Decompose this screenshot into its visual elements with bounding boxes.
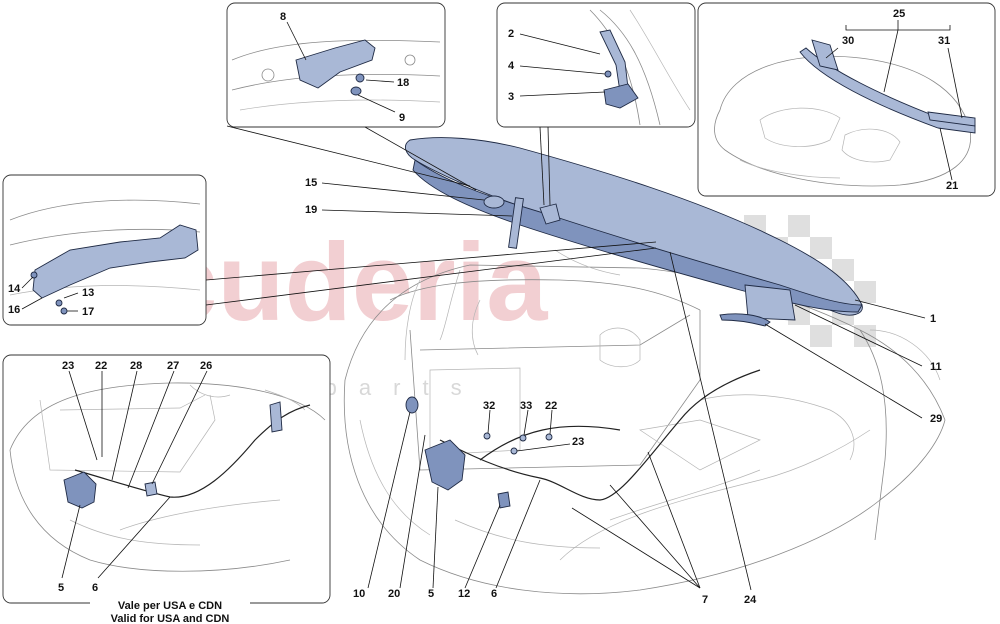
buffer-part[interactable] [405, 396, 419, 414]
screw-17-part[interactable] [60, 307, 68, 315]
callout-4: 4 [508, 60, 515, 72]
callout-22: 22 [545, 400, 557, 412]
callout-14: 14 [8, 283, 21, 295]
usa-latch-part[interactable] [63, 471, 97, 509]
inset-leader-c [539, 126, 545, 206]
callout-6-usa: 6 [92, 582, 98, 594]
seal-part[interactable] [744, 284, 796, 321]
front-seal-part[interactable] [799, 47, 976, 134]
inset-seal-detail: 25 30 31 21 [697, 2, 996, 197]
callout-33: 33 [520, 400, 532, 412]
clip-14-part[interactable] [30, 271, 38, 279]
callout-22-usa: 22 [95, 360, 107, 372]
release-cable [439, 369, 761, 501]
hinge-part[interactable] [539, 203, 561, 225]
callout-10: 10 [353, 588, 365, 600]
callout-12: 12 [458, 588, 470, 600]
callout-29: 29 [930, 413, 942, 425]
callout-5: 5 [428, 588, 434, 600]
nut-part[interactable] [355, 73, 365, 83]
grommet-part[interactable] [483, 195, 505, 209]
screw-part-33[interactable] [519, 434, 527, 442]
inset-leader-e [205, 241, 657, 281]
inset-bracket-detail: 8 18 9 [226, 2, 446, 128]
inset-usa-cdn-detail: 23 22 28 27 26 5 6 Vale per USA e CDN Va… [2, 354, 331, 624]
callout-27: 27 [167, 360, 179, 372]
callout-20: 20 [388, 588, 400, 600]
callout-9: 9 [399, 112, 405, 124]
seal-strip-part[interactable] [719, 313, 771, 327]
screw-part-22[interactable] [545, 433, 553, 441]
callout-32: 32 [483, 400, 495, 412]
callout-26: 26 [200, 360, 212, 372]
callout-1: 1 [930, 313, 936, 325]
inset-leader-a [226, 125, 471, 187]
gas-strut-part[interactable] [508, 197, 524, 249]
inset-leader-f [205, 247, 657, 306]
screw-part-32[interactable] [483, 432, 491, 440]
bracket-part[interactable] [295, 39, 376, 89]
hinge-nut-part[interactable] [604, 70, 612, 78]
callout-13: 13 [82, 287, 94, 299]
callout-24: 24 [744, 594, 757, 606]
callout-5-usa: 5 [58, 582, 64, 594]
usa-bracket-part[interactable] [269, 401, 283, 433]
clip-part[interactable] [497, 491, 511, 509]
callout-7: 7 [702, 594, 708, 606]
callout-19: 19 [305, 204, 317, 216]
callout-6: 6 [491, 588, 497, 600]
usa-cable-clip-part[interactable] [144, 481, 158, 497]
seal-strip-31-part[interactable] [927, 111, 976, 127]
inset-cover-detail: 14 16 13 17 [2, 174, 207, 326]
latch-part[interactable] [424, 439, 466, 491]
callout-16: 16 [8, 304, 20, 316]
callout-23-usa: 23 [62, 360, 74, 372]
callout-21: 21 [946, 180, 958, 192]
inset-caption-en: Valid for USA and CDN [111, 613, 230, 624]
callout-30: 30 [842, 35, 854, 47]
callout-3: 3 [508, 91, 514, 103]
hinge-base-part[interactable] [603, 83, 639, 109]
release-cable-branch [479, 425, 621, 461]
callout-28: 28 [130, 360, 142, 372]
clip-13-part[interactable] [55, 299, 63, 307]
screw-part-23[interactable] [510, 447, 518, 455]
callout-18: 18 [397, 77, 409, 89]
inset-leader-d [547, 126, 551, 206]
callout-11: 11 [930, 361, 942, 373]
callout-25: 25 [893, 8, 905, 20]
callout-2: 2 [508, 28, 514, 40]
callout-23: 23 [572, 436, 584, 448]
inset-hinge-detail: 2 4 3 [496, 2, 696, 128]
inset-caption-it: Vale per USA e CDN [118, 600, 222, 612]
callout-31: 31 [938, 35, 950, 47]
cover-part[interactable] [32, 224, 199, 299]
callout-17: 17 [82, 306, 94, 318]
seal-strip-30-part[interactable] [811, 39, 839, 71]
bonnet-part[interactable] [404, 137, 863, 316]
inset-leader-b [364, 126, 477, 191]
callout-8: 8 [280, 11, 286, 23]
bush-part[interactable] [350, 86, 362, 96]
callout-15: 15 [305, 177, 317, 189]
